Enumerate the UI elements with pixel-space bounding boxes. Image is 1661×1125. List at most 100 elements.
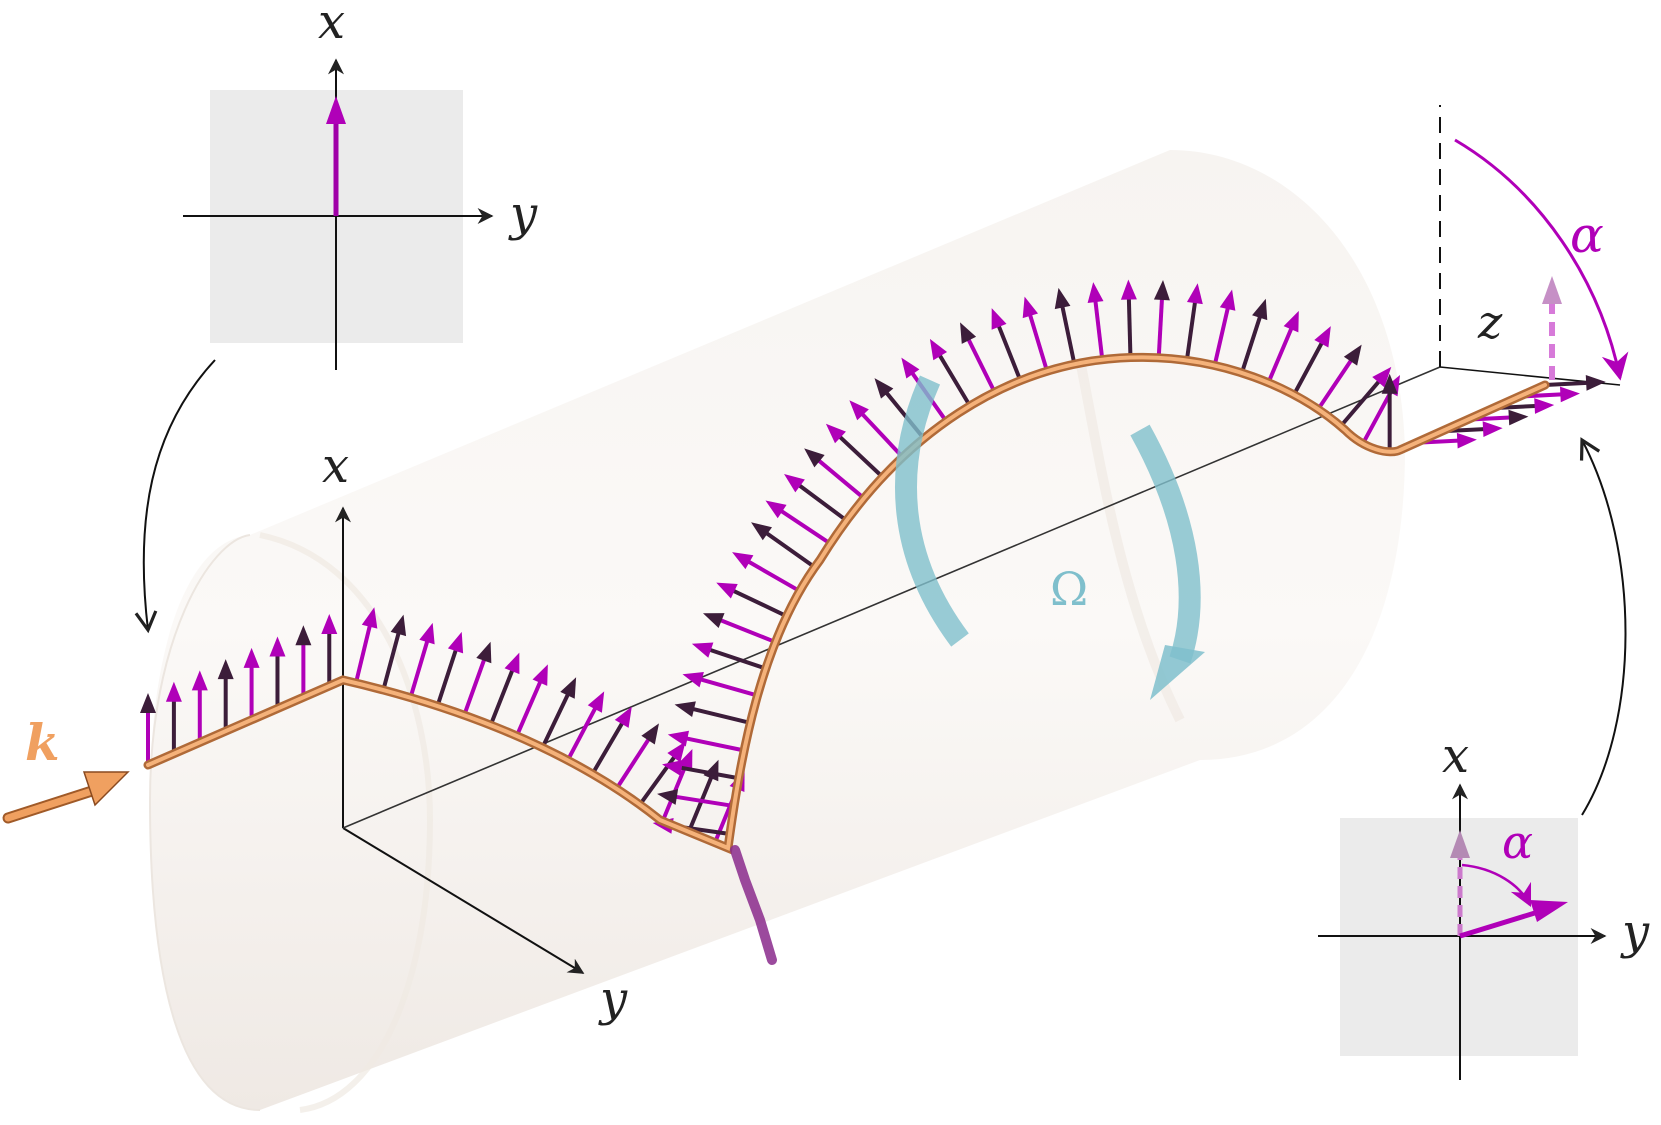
- polarization-arrow-head: [1372, 366, 1392, 388]
- polarization-arrow-head: [1381, 373, 1398, 394]
- rotation-arrows: Ω: [895, 375, 1205, 700]
- mid-y-label: y: [598, 971, 628, 1027]
- wave-curve: [143, 352, 1550, 965]
- polarization-arrow-shaft: [1059, 301, 1077, 365]
- polarization-arrow-head: [667, 730, 690, 747]
- polarization-arrow-shaft: [1239, 311, 1264, 374]
- polarization-arrow-shaft: [813, 455, 866, 500]
- polarization-arrow-head: [691, 642, 714, 658]
- polarization-arrow-head: [217, 659, 234, 680]
- polarization-arrow-shaft: [1156, 293, 1165, 358]
- polarization-arrow-shaft: [1092, 295, 1105, 360]
- polarization-arrow-head: [667, 741, 686, 763]
- polarization-arrow-head: [662, 760, 684, 776]
- polarization-arrow-shaft: [728, 586, 788, 618]
- polarization-arrow-shaft: [614, 733, 654, 790]
- polarization-arrow-head: [751, 522, 773, 541]
- polarization-arrow-head: [1283, 310, 1299, 333]
- polarization-arrow-head: [419, 622, 435, 645]
- wavevector-arrow: k: [2, 713, 130, 824]
- rotation-arc-right: [1130, 424, 1201, 664]
- polarization-arrow-head: [614, 706, 632, 728]
- polarization-arrow-shaft: [715, 616, 777, 644]
- polarization-arrow-head: [269, 636, 286, 657]
- mid-x-label: x: [322, 438, 349, 494]
- polarization-arrow-shaft: [761, 528, 816, 569]
- connector-arrow-right: [1579, 437, 1627, 816]
- inset-bottom-rotated-head: [1530, 900, 1568, 922]
- polarization-arrow-shaft: [681, 735, 745, 753]
- polarization-arrow-head: [361, 607, 378, 629]
- connector-arrow-left: [134, 359, 216, 634]
- polarization-arrow-shaft: [670, 794, 735, 809]
- polarization-arrow-shaft: [1292, 337, 1326, 396]
- polarization-arrow-head: [1343, 344, 1362, 366]
- polarization-arrow-shaft: [381, 627, 402, 691]
- polarization-arrow-shaft: [408, 635, 431, 699]
- polarization-arrow-head: [657, 789, 679, 805]
- polarization-arrow-shaft: [462, 654, 488, 716]
- polarization-arrows: [140, 279, 1606, 844]
- polarization-arrow-shaft: [1316, 355, 1356, 411]
- polarization-arrow-shaft: [1184, 296, 1198, 361]
- polarization-arrow-head: [1252, 298, 1268, 321]
- polarization-arrow-head: [674, 701, 696, 717]
- polarization-arrow-shaft: [695, 676, 759, 698]
- k-label: k: [25, 713, 60, 772]
- polarization-arrow-shaft: [743, 557, 801, 593]
- polarization-arrow-head: [140, 693, 156, 713]
- polarization-arrow-shaft: [1026, 309, 1050, 372]
- polarization-arrow-shaft: [590, 717, 627, 775]
- polarization-arrow-head: [532, 664, 548, 686]
- polarization-arrow-head: [784, 474, 805, 493]
- polarization-arrow-head: [587, 691, 605, 713]
- polarization-arrow-shaft: [638, 751, 679, 806]
- polarization-arrow-shaft: [353, 620, 373, 684]
- polarization-arrow-shaft: [1339, 376, 1384, 428]
- polarization-arrow-shaft: [994, 320, 1023, 382]
- polarization-arrow-shaft: [1126, 293, 1133, 358]
- z-label: z: [1477, 295, 1503, 349]
- inset-top-x-label: x: [318, 0, 345, 50]
- polarization-arrow-head: [295, 625, 312, 646]
- polarization-arrow-head: [1022, 296, 1039, 319]
- polarization-arrow-shaft: [935, 349, 972, 407]
- polarization-arrow-head: [243, 647, 260, 668]
- polarization-arrow-head: [765, 500, 787, 519]
- polarization-arrow-shaft: [794, 480, 848, 523]
- polarization-arrow-head: [1585, 375, 1606, 391]
- polarization-arrow-head: [1054, 287, 1071, 310]
- polarization-arrow-shaft: [675, 764, 740, 781]
- polarization-arrow-head: [1314, 326, 1331, 348]
- z-axis: [342, 366, 1441, 829]
- polarization-arrow-head: [702, 613, 725, 629]
- polarization-arrow-head: [1120, 279, 1137, 300]
- polarization-arrow-head: [874, 378, 894, 399]
- polarization-arrow-head: [447, 631, 464, 654]
- polarization-arrow-head: [1087, 282, 1104, 303]
- polarization-arrow-head: [682, 672, 704, 688]
- polarization-arrow-head: [1534, 398, 1555, 414]
- y-axis-mid: [342, 827, 585, 974]
- polarization-arrow-head: [1186, 283, 1203, 305]
- polarization-arrow-head: [929, 338, 948, 361]
- inset-bottom-alpha-arc: [1461, 863, 1532, 908]
- inset-bottom-rotated-vector: [1459, 909, 1539, 939]
- polarization-arrow-head: [321, 613, 338, 634]
- polarization-arrow-shaft: [488, 664, 517, 726]
- inset-bottom-y-label: y: [1620, 904, 1650, 960]
- inset-top-left: x y: [183, 0, 538, 370]
- center-axes: [335, 105, 1621, 974]
- polarization-arrow-head: [991, 308, 1007, 330]
- polarization-arrow-head: [960, 322, 977, 344]
- polarization-arrow-head: [641, 723, 659, 745]
- polarization-arrow-head: [1153, 279, 1170, 301]
- alpha-top-label: α: [1570, 206, 1604, 264]
- polarization-arrow-head: [191, 670, 208, 691]
- polarization-arrow-head: [732, 552, 754, 570]
- polarization-arrow-shaft: [834, 431, 885, 479]
- polarization-arrow-head: [716, 582, 738, 599]
- polarization-arrow-shaft: [964, 334, 997, 394]
- polarization-arrow-head: [1219, 289, 1236, 311]
